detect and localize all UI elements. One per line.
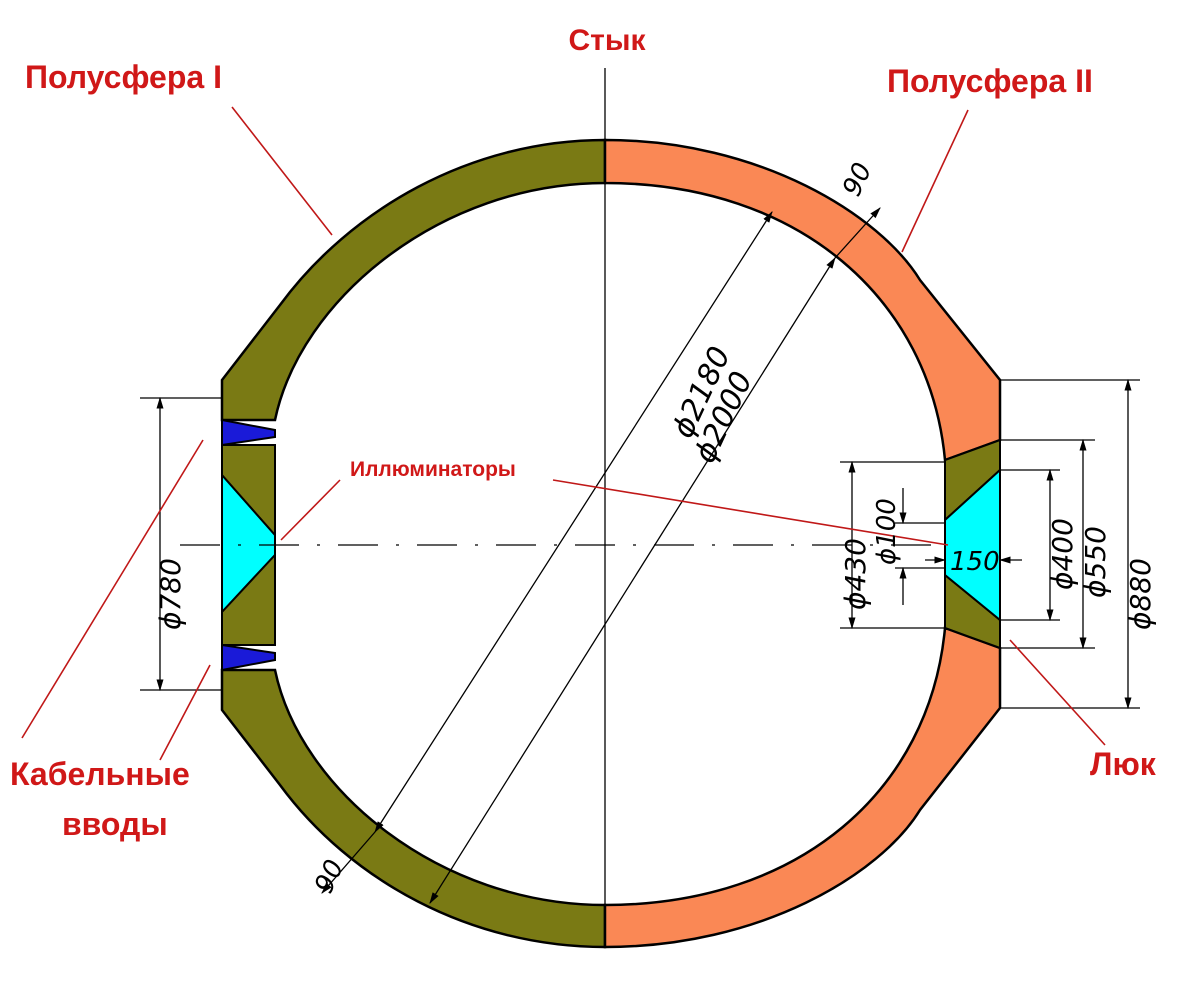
dim-150-text: 150: [950, 547, 1000, 577]
hemisphere-1-shell-lower: [220, 668, 607, 949]
leader-portholes-left: [280, 479, 341, 541]
dim-90-bottom-text: 90: [309, 855, 350, 898]
dim-d550-text: ϕ550: [1079, 526, 1112, 598]
hemisphere-2-shell: [603, 138, 1002, 462]
leader-hemisphere-1: [231, 106, 333, 236]
dim-line-d2180: [374, 211, 773, 833]
label-hemisphere-2: Полусфера II: [887, 63, 1093, 99]
label-hatch: Люк: [1090, 746, 1157, 782]
leader-cable-bottom: [159, 664, 211, 761]
label-hemisphere-1: Полусфера I: [25, 59, 222, 95]
dim-line-90-bottom: [321, 831, 376, 894]
leader-portholes-right: [552, 479, 949, 546]
dim-line-d2000: [429, 257, 836, 904]
hemisphere-2-shell-lower: [603, 626, 1002, 949]
leader-hemisphere-2: [901, 109, 969, 253]
label-joint: Стык: [569, 24, 647, 57]
dim-d880-text: ϕ880: [1124, 558, 1157, 630]
dim-d430-text: ϕ430: [839, 538, 872, 610]
dim-line-90-top: [834, 207, 881, 259]
label-cable-inputs-2: вводы: [62, 806, 168, 842]
cable-input-top-icon: [221, 418, 276, 447]
left-porthole-olive-bottom: [221, 552, 276, 646]
hemisphere-1-shell: [220, 138, 607, 422]
dim-d780-text: ϕ780: [154, 558, 187, 630]
label-portholes: Иллюминаторы: [350, 458, 516, 481]
cable-input-bottom-icon: [221, 643, 276, 672]
dim-90-top-text: 90: [837, 158, 878, 201]
label-cable-inputs-1: Кабельные: [10, 756, 190, 792]
leader-cable-top: [21, 439, 204, 739]
dim-d400-text: ϕ400: [1046, 518, 1079, 590]
left-porthole-olive-top: [221, 444, 276, 538]
dim-d100-text: ϕ100: [872, 498, 902, 565]
leader-hatch: [1009, 639, 1106, 746]
